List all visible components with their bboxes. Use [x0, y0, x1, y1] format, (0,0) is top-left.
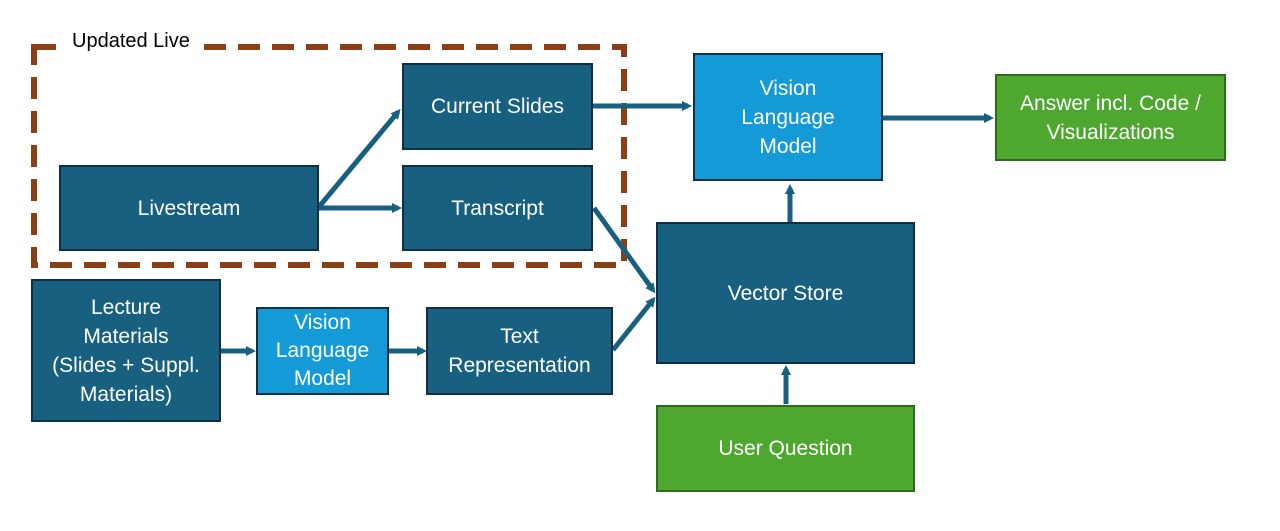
vector-store-box: Vector Store [656, 222, 915, 364]
vision-language-model-main-box: Vision Language Model [693, 53, 883, 181]
current-slides-box: Current Slides [402, 63, 593, 150]
arrow-livestream-to-current-slides [316, 108, 401, 210]
text-representation-box: Text Representation [426, 307, 613, 395]
transcript-box: Transcript [402, 165, 593, 251]
arrow-text-representation-to-vector-store [611, 296, 656, 352]
vision-language-model-small-box: Vision Language Model [256, 307, 389, 395]
updated-live-group-border [31, 44, 627, 268]
livestream-box: Livestream [59, 165, 319, 251]
answer-box: Answer incl. Code / Visualizations [995, 74, 1226, 161]
updated-live-label: Updated Live [64, 30, 198, 53]
arrow-transcript-to-vector-store [591, 206, 656, 294]
user-question-box: User Question [656, 405, 915, 492]
lecture-materials-box: Lecture Materials (Slides + Suppl. Mater… [31, 279, 221, 422]
